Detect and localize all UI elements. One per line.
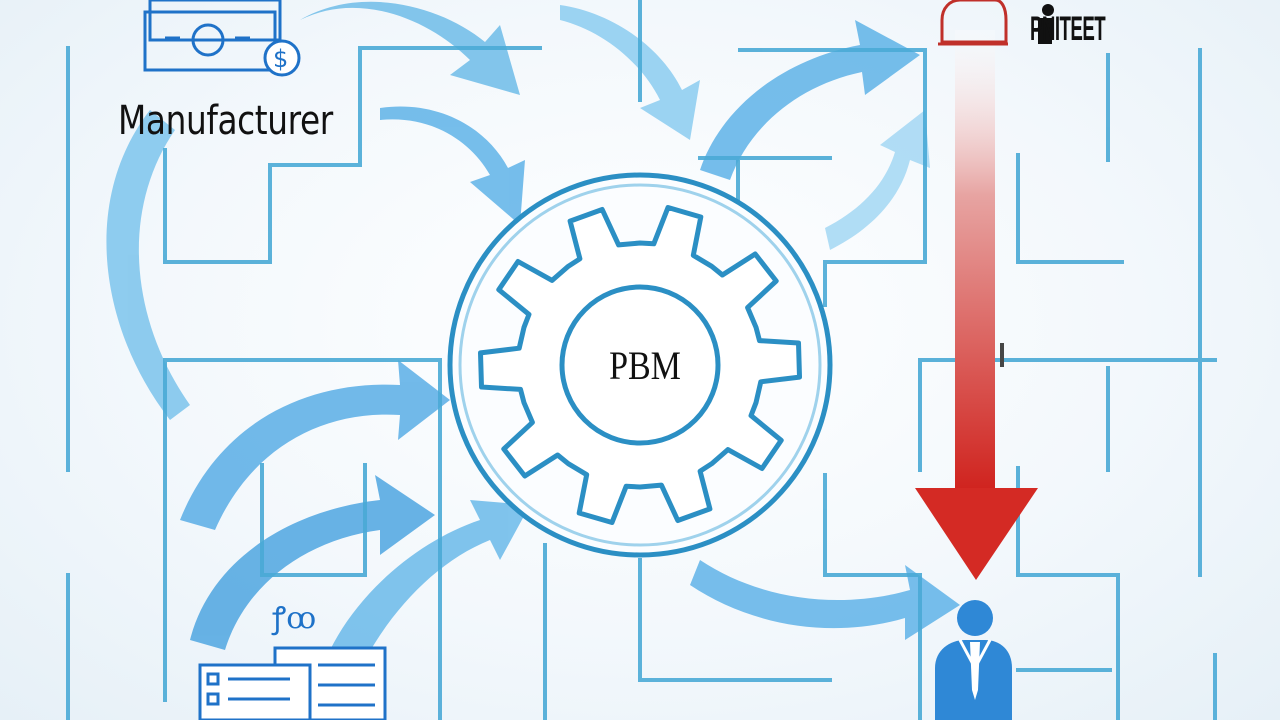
maze-wall [260,463,367,577]
person-head [957,600,993,636]
flow-arrow-top-center [560,5,700,140]
manufacturer-label: Manufacturer [118,98,333,144]
gear-hub [559,284,721,446]
red-arrow-head [915,488,1038,580]
maze-walls [66,0,1217,720]
bottom-left-glyphs: ꝭꝏ [271,601,316,636]
maze-wall [738,48,927,307]
red-arrow-shaft [955,30,995,500]
flow-arrow-upper-left-to-gear [380,106,525,225]
flow-arrow-right-loop [825,110,930,250]
flow-arrow-lower-to-gear [330,500,530,660]
pbm-label: PBM [609,343,681,388]
document-checkbox [206,692,220,706]
maze-wall [163,358,442,720]
banknote-center [191,23,225,57]
maze-wall [163,46,542,264]
document-checkbox [206,672,220,686]
maze-wall [638,558,832,682]
flow-arrow-top-right [700,20,920,180]
maze-wall [1016,153,1124,264]
flow-arrow-bottom-left [190,475,435,650]
pbm-gear-node [447,172,833,558]
coin-icon [263,39,301,77]
person-small-body [1038,18,1052,44]
document-form-icon [198,646,387,720]
flow-arrow-big-left-curve [106,110,190,420]
maze-wall [823,473,922,720]
person-small-icon [1038,4,1054,44]
person-small-head [1042,4,1054,16]
pharmacy-label: PNITEET [1030,10,1106,48]
flow-arrow-left-middle [180,360,450,530]
person-icon [935,600,1012,720]
maze-wall [1016,466,1120,720]
pharmacy-counter-icon [938,0,1008,46]
money-banknote-icon: $ [143,0,301,77]
flow-arrow-bottom-right [690,560,960,640]
coin-dollar-glyph: $ [273,45,288,73]
counter-outline [940,0,1008,44]
flow-arrow-top-left [300,1,520,95]
flow-arrows [106,1,960,660]
gear-outer-ring-inner [458,183,822,547]
red-arrow [915,30,1038,580]
banknote-back [148,0,282,42]
person-collar [958,639,992,672]
